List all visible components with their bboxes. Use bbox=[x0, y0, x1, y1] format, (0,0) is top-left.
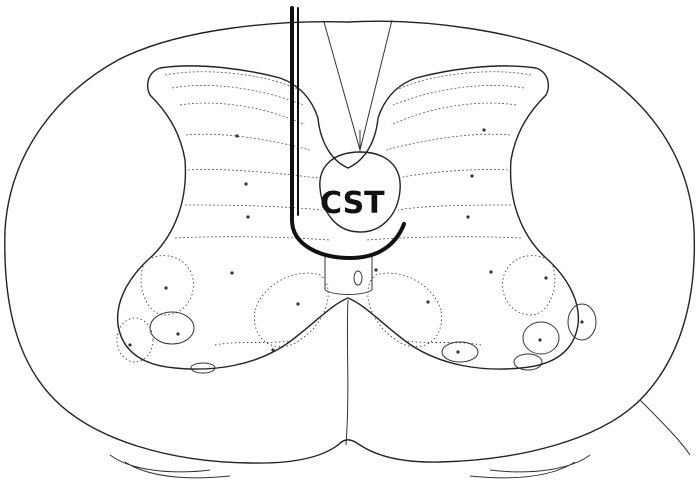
dorsal-funiculus-lines bbox=[324, 20, 392, 150]
right-ventral-horn-nuclei bbox=[368, 256, 596, 370]
left-dorsal-horn-laminae bbox=[165, 72, 330, 240]
central-canal bbox=[354, 271, 362, 285]
spinal-cord-outline bbox=[5, 21, 695, 463]
ventral-median-fissure bbox=[346, 300, 348, 445]
central-canal-region bbox=[325, 255, 372, 295]
ventral-root-right-tip bbox=[640, 400, 690, 455]
left-ventral-horn-nuclei bbox=[117, 256, 328, 373]
right-dorsal-horn-laminae bbox=[366, 72, 531, 240]
cst-label: CST bbox=[320, 186, 385, 221]
ventral-root-left bbox=[110, 455, 230, 478]
nucleus-dots bbox=[128, 128, 583, 353]
